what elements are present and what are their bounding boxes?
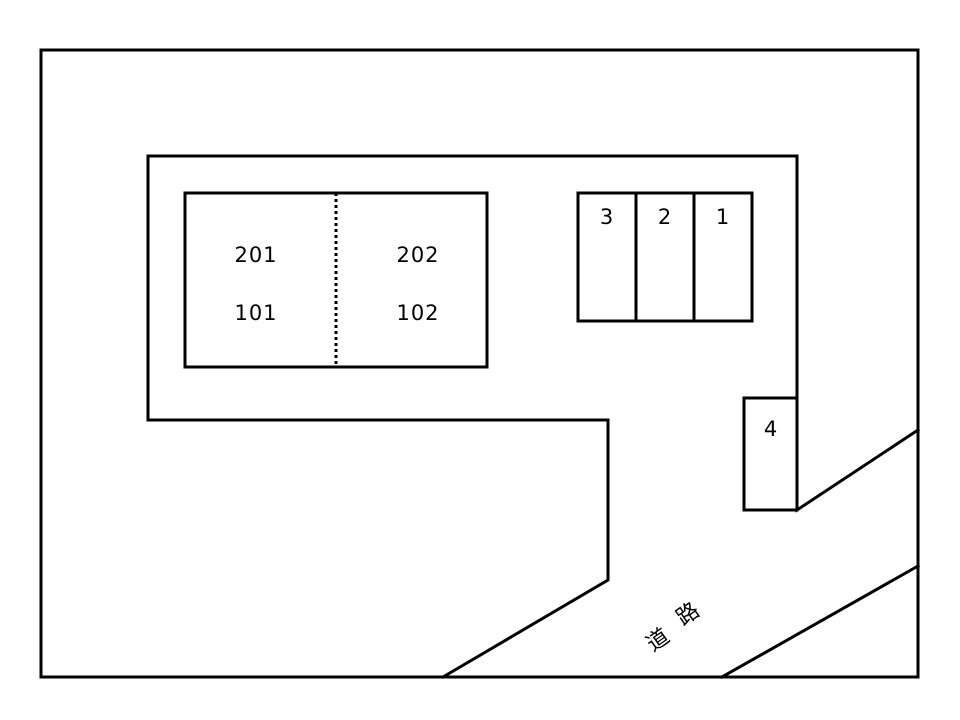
building: 201 202 101 102 — [183, 191, 489, 369]
parking-label-4: 4 — [764, 417, 778, 441]
lot-boundary — [39, 48, 920, 679]
unit-label-201: 201 — [234, 243, 277, 267]
parking-block: 3 2 1 — [576, 191, 754, 323]
unit-label-101: 101 — [234, 301, 277, 325]
road-label-char-2: 路 — [672, 598, 704, 631]
unit-label-202: 202 — [396, 243, 439, 267]
property-outline-lower — [146, 418, 610, 680]
parking-space-4 — [742, 396, 799, 512]
road-edge-line — [719, 563, 921, 680]
parking-space-1 — [692, 191, 754, 323]
unit-label-102: 102 — [396, 301, 439, 325]
parking-label-2: 2 — [658, 205, 672, 229]
road-label-char-1: 道 — [642, 624, 674, 657]
parking-label-1: 1 — [716, 205, 730, 229]
parking-label-3: 3 — [600, 205, 614, 229]
road-label: 道 路 — [642, 598, 704, 657]
property-outline — [146, 154, 921, 513]
